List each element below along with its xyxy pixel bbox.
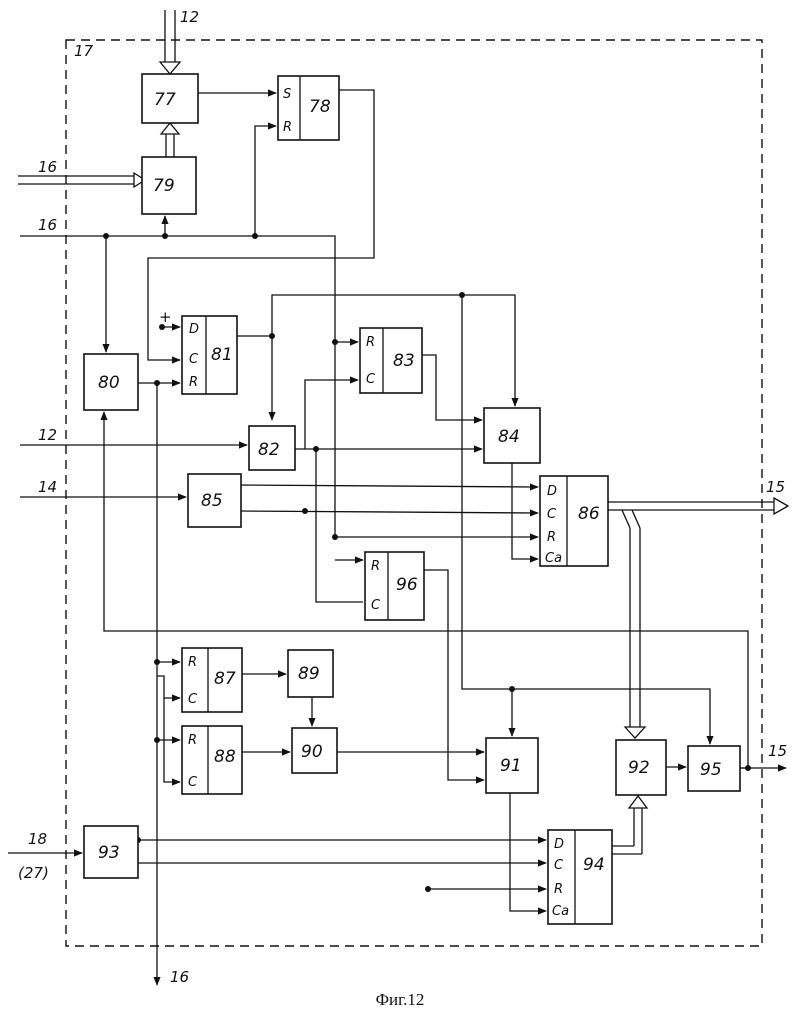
wire-in-16 bbox=[20, 236, 335, 540]
svg-text:87: 87 bbox=[214, 669, 236, 689]
svg-text:C: C bbox=[188, 775, 198, 790]
label-out-bus-15: 15 bbox=[766, 478, 785, 496]
svg-text:D: D bbox=[189, 322, 199, 337]
block-80: 80 bbox=[84, 354, 138, 410]
svg-text:C: C bbox=[189, 352, 199, 367]
svg-text:80: 80 bbox=[98, 373, 120, 393]
svg-text:C: C bbox=[366, 372, 376, 387]
svg-text:R: R bbox=[188, 733, 197, 748]
block-83: R C 83 bbox=[360, 328, 422, 393]
svg-text:R: R bbox=[366, 335, 375, 350]
svg-text:95: 95 bbox=[700, 760, 722, 780]
bus-86-to-15 bbox=[608, 498, 788, 514]
block-89: 89 bbox=[288, 650, 333, 697]
svg-text:92: 92 bbox=[628, 758, 650, 778]
block-86: D C R Ca 86 bbox=[540, 476, 608, 566]
wire-82-83c bbox=[316, 449, 363, 602]
svg-text:96: 96 bbox=[396, 575, 418, 595]
svg-text:R: R bbox=[371, 559, 380, 574]
svg-text:94: 94 bbox=[583, 855, 605, 875]
svg-text:88: 88 bbox=[214, 747, 236, 767]
wire-84-86ca bbox=[512, 463, 538, 559]
svg-text:79: 79 bbox=[153, 176, 175, 196]
figure-caption: Фиг.12 bbox=[0, 990, 800, 1010]
block-90: 90 bbox=[292, 728, 337, 773]
svg-text:89: 89 bbox=[298, 664, 320, 684]
block-82: 82 bbox=[249, 426, 295, 470]
wire-col-87c bbox=[157, 676, 180, 698]
svg-text:D: D bbox=[547, 484, 557, 499]
svg-text:C: C bbox=[554, 858, 564, 873]
wire-82-83c-up bbox=[305, 380, 358, 449]
block-84: 84 bbox=[484, 408, 540, 463]
svg-text:91: 91 bbox=[500, 756, 522, 776]
block-94: D C R Ca 94 bbox=[548, 830, 612, 924]
svg-text:S: S bbox=[283, 87, 291, 102]
label-in-12: 12 bbox=[38, 426, 57, 444]
block-81: D C R 81 bbox=[182, 316, 237, 394]
svg-text:85: 85 bbox=[201, 491, 223, 511]
svg-text:82: 82 bbox=[258, 440, 280, 460]
svg-text:84: 84 bbox=[498, 427, 520, 447]
svg-text:93: 93 bbox=[98, 843, 120, 863]
block-96: R C 96 bbox=[365, 552, 424, 620]
wire-85-86d bbox=[241, 485, 538, 487]
wire-96-91 bbox=[424, 570, 484, 780]
label-out-16: 16 bbox=[170, 968, 189, 986]
block-92: 92 bbox=[616, 740, 666, 795]
svg-text:90: 90 bbox=[301, 742, 323, 762]
svg-text:81: 81 bbox=[211, 345, 233, 365]
svg-text:R: R bbox=[554, 882, 563, 897]
wire-95-80 bbox=[104, 412, 748, 768]
svg-text:C: C bbox=[547, 507, 557, 522]
label-in-27: (27) bbox=[18, 864, 49, 882]
block-77: 77 bbox=[142, 74, 198, 123]
block-93: 93 bbox=[84, 826, 138, 878]
label-in-14: 14 bbox=[38, 478, 57, 496]
wire-16-to-78r bbox=[255, 126, 276, 236]
wire-85-86c bbox=[241, 511, 538, 513]
bus-94-to-92 bbox=[612, 796, 647, 854]
block-87: R C 87 bbox=[182, 648, 242, 712]
svg-text:R: R bbox=[188, 655, 197, 670]
svg-text:Ca: Ca bbox=[545, 551, 562, 566]
svg-text:83: 83 bbox=[393, 351, 415, 371]
block-79: 79 bbox=[142, 157, 196, 214]
bus-86-to-92 bbox=[622, 510, 645, 738]
svg-text:86: 86 bbox=[578, 504, 600, 524]
svg-text:C: C bbox=[188, 692, 198, 707]
svg-text:Ca: Ca bbox=[552, 904, 569, 919]
svg-text:R: R bbox=[547, 530, 556, 545]
label-plus: + bbox=[159, 308, 172, 326]
label-in-18: 18 bbox=[28, 830, 47, 848]
label-in-top: 12 bbox=[180, 8, 199, 26]
block-88: R C 88 bbox=[182, 726, 242, 794]
svg-text:R: R bbox=[189, 375, 198, 390]
block-78: S R 78 bbox=[278, 76, 339, 140]
svg-text:D: D bbox=[554, 837, 564, 852]
block-91: 91 bbox=[486, 738, 538, 793]
frame-label: 17 bbox=[74, 42, 94, 60]
bus-12-to-77 bbox=[160, 10, 180, 74]
wire-91-94ca bbox=[510, 793, 546, 911]
bus-79-to-77 bbox=[161, 123, 179, 157]
svg-text:C: C bbox=[371, 598, 381, 613]
svg-text:77: 77 bbox=[154, 90, 176, 110]
label-out-line-15: 15 bbox=[768, 742, 787, 760]
block-85: 85 bbox=[188, 474, 241, 527]
svg-text:R: R bbox=[283, 120, 292, 135]
label-in-line-16: 16 bbox=[38, 216, 57, 234]
block-95: 95 bbox=[688, 746, 740, 791]
wire-83-84 bbox=[422, 355, 482, 420]
label-in-bus-16: 16 bbox=[38, 158, 57, 176]
svg-text:78: 78 bbox=[309, 97, 331, 117]
